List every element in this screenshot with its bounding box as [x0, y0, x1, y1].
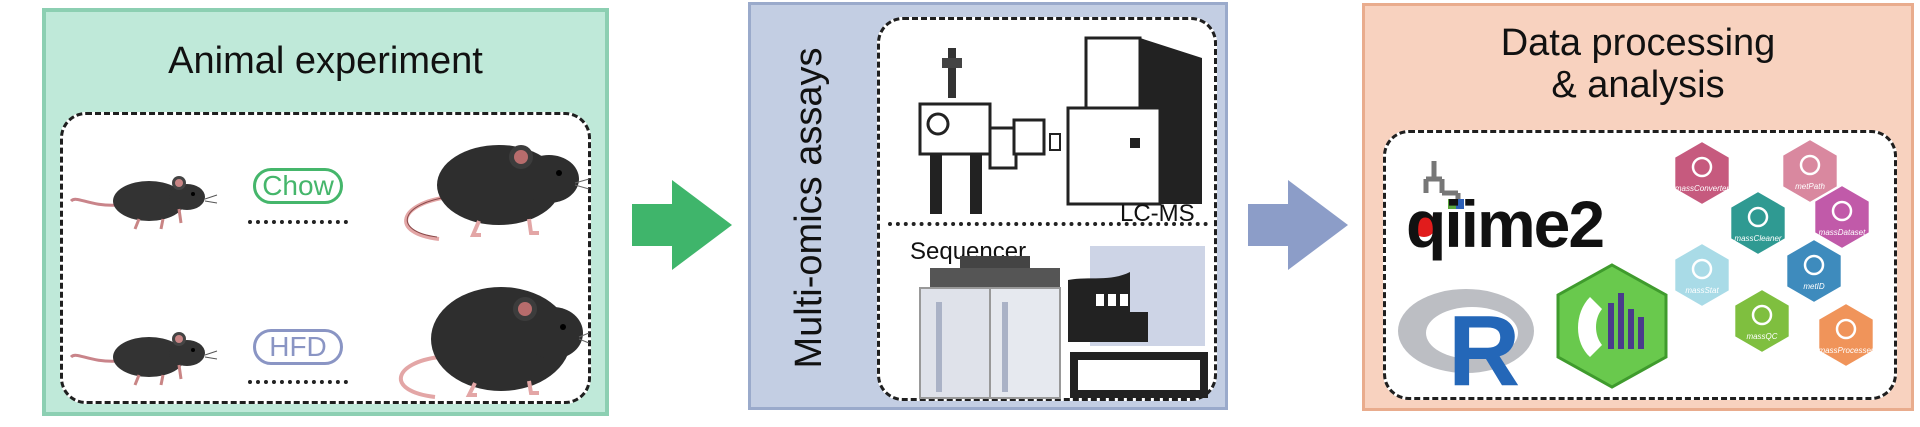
hex-glyph-icon: [1803, 254, 1825, 276]
animal-experiment-panel: Animal experiment: [42, 8, 609, 416]
sequencer-icon: [919, 246, 1208, 399]
hex-shape: [1729, 189, 1787, 257]
data-processing-panel: Data processing & analysis qiime2 R mass: [1362, 3, 1914, 411]
r-logo: R: [1398, 289, 1534, 407]
hex-badge-massqc: massQC: [1733, 287, 1791, 355]
hex-label: massDataset: [1819, 228, 1866, 237]
chow-dotted-connector: [248, 220, 348, 224]
hex-shape: [1817, 301, 1875, 369]
hex-label: massProcesser: [1818, 346, 1873, 355]
hex-glyph-icon: [1799, 154, 1821, 176]
hex-glyph-icon: [1751, 304, 1773, 326]
small-mouse-icon: [69, 332, 218, 386]
tools-box: qiime2 R massConverter metPath massCleaner…: [1383, 130, 1897, 407]
hex-label: massCleaner: [1734, 234, 1781, 243]
flow-arrow-2: [1248, 180, 1348, 270]
hex-glyph-icon: [1691, 258, 1713, 280]
hex-label: massStat: [1685, 286, 1719, 295]
hex-shape: [1673, 241, 1731, 309]
hex-glyph-icon: [1691, 156, 1713, 178]
chow-mouse-icon: [404, 145, 590, 241]
hex-shape: [1673, 139, 1731, 207]
hex-glyph-icon: [1831, 200, 1853, 222]
data-processing-title: Data processing & analysis: [1365, 22, 1911, 106]
hex-badge-metid: metID: [1785, 237, 1843, 305]
multi-omics-panel: Multi-omics assays LC-MS Sequencer: [748, 2, 1228, 410]
multi-omics-title: Multi-omics assays: [788, 47, 830, 369]
hex-glyph-icon: [1835, 318, 1857, 340]
green-hex-logo: [1556, 263, 1668, 389]
chow-label: Chow: [253, 168, 343, 204]
instrument-separator: [888, 222, 1208, 226]
hex-label: metID: [1803, 282, 1825, 291]
hex-shape: [1733, 287, 1791, 355]
hex-badge-massconverter: massConverter: [1673, 139, 1731, 207]
hex-glyph-icon: [1747, 206, 1769, 228]
r-letter: R: [1448, 295, 1520, 407]
hfd-label: HFD: [253, 329, 343, 365]
hfd-mouse-icon: [399, 287, 590, 399]
hex-label: massQC: [1746, 332, 1777, 341]
qiime2-logo: qiime2: [1406, 161, 1605, 261]
hex-badge-metpath: metPath: [1781, 137, 1839, 205]
hex-shape: [1785, 237, 1843, 305]
flow-arrow-1-shape: [632, 180, 732, 270]
data-processing-title-line2: & analysis: [1551, 64, 1725, 106]
flow-arrow-1: [632, 180, 732, 270]
hex-badge-massdataset: massDataset: [1813, 183, 1871, 251]
hex-badge-massstat: massStat: [1673, 241, 1731, 309]
hex-badge-massprocesser: massProcesser: [1817, 301, 1875, 369]
small-mouse-icon: [69, 176, 218, 230]
flow-arrow-2-shape: [1248, 180, 1348, 270]
instruments-box: LC-MS Sequencer: [877, 17, 1217, 401]
hex-label: metPath: [1795, 182, 1825, 191]
data-processing-title-line1: Data processing: [1500, 22, 1776, 64]
hex-shape: [1781, 137, 1839, 205]
hex-badge-masscleaner: massCleaner: [1729, 189, 1787, 257]
animal-groups-box: Chow HFD: [60, 112, 591, 404]
hex-shape: [1813, 183, 1871, 251]
hfd-dotted-connector: [248, 380, 348, 384]
animal-experiment-title: Animal experiment: [168, 40, 483, 82]
tidymass-hex-group: massConverter metPath massCleaner massDatas…: [1673, 137, 1875, 369]
lc-ms-icon: [918, 36, 1202, 214]
hex-label: massConverter: [1675, 184, 1730, 193]
qiime2-text: qiime2: [1406, 187, 1603, 261]
